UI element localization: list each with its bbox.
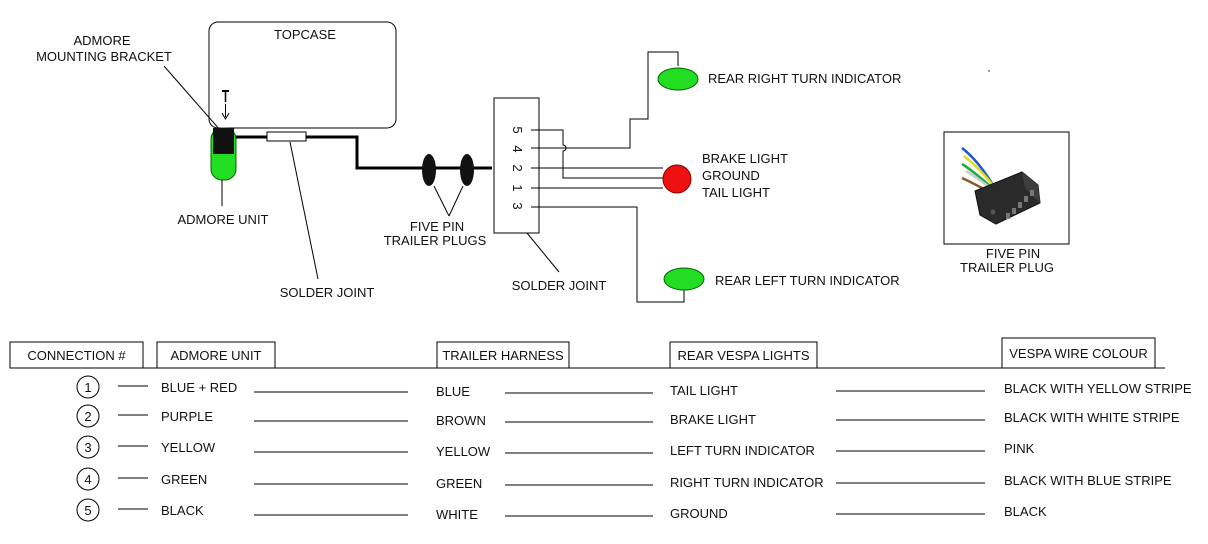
header-connection: CONNECTION # [27,348,126,363]
table-row: 4 GREEN GREEN RIGHT TURN INDICATOR BLACK WIT… [76,467,1172,491]
table-row: 5 BLACK WHITE GROUND BLACK [76,498,1047,522]
rear-right-indicator [657,67,699,91]
pin-numbers: 5 4 2 1 3 [510,126,525,209]
wire-colour: BLACK [1004,504,1047,519]
harness-color: BROWN [436,413,486,428]
table-row: 2 PURPLE BROWN BRAKE LIGHT BLACK WITH WHITE … [76,404,1180,428]
solder-joint-1-leader [289,141,319,280]
photo-label-line2: TRAILER PLUG [960,260,1054,275]
pin-number: 2 [510,164,525,171]
rear-left-indicator [663,267,705,291]
pin-number: 4 [510,145,525,152]
header-wire-colour: VESPA WIRE COLOUR [1009,346,1147,361]
header-rear-lights: REAR VESPA LIGHTS [678,348,810,363]
solder-joint-box [493,97,540,234]
table-row: 1 BLUE + RED BLUE TAIL LIGHT BLACK WITH YELL… [76,375,1192,399]
rear-left-label: REAR LEFT TURN INDICATOR [715,273,900,288]
harness-color: YELLOW [436,444,491,459]
pin-wires [531,51,685,303]
admore-color: YELLOW [161,440,216,455]
bracket-label-line1: ADMORE [73,33,130,48]
brake-tail-light [662,164,692,194]
header-rear-lights-box [669,341,818,369]
harness-color: WHITE [436,507,478,522]
admore-color: PURPLE [161,409,213,424]
wire-colour: BLACK WITH WHITE STRIPE [1004,410,1180,425]
solder-joint-2-label: SOLDER JOINT [512,278,607,293]
pin-number: 5 [510,126,525,133]
brake-light-label: BRAKE LIGHT [702,151,788,166]
vespa-light: LEFT TURN INDICATOR [670,443,815,458]
bracket-label-line2: MOUNTING BRACKET [36,49,172,64]
trailer-plug-photo-icon [961,147,1041,225]
connection-number-circle [76,435,100,459]
header-trailer-harness: TRAILER HARNESS [442,348,564,363]
header-admore-unit: ADMORE UNIT [171,348,262,363]
ground-label: GROUND [702,168,760,183]
admore-unit-label: ADMORE UNIT [178,212,269,227]
bracket-leader [163,65,221,131]
vespa-light: GROUND [670,506,728,521]
topcase-box [208,21,397,129]
header-wire-colour-box [1001,337,1156,369]
screw-icon [221,90,230,120]
connection-number: 4 [84,472,91,487]
photo-label-line1: FIVE PIN [986,246,1040,261]
admore-color: BLUE + RED [161,380,237,395]
plugs-leader-right [448,185,464,217]
main-cable [236,135,492,170]
plugs-label-line1: FIVE PIN [410,219,464,234]
harness-color: GREEN [436,476,482,491]
connection-number: 3 [84,440,91,455]
connection-number-circle [76,467,100,491]
topcase-label: TOPCASE [274,27,336,42]
wire-colour: PINK [1004,441,1035,456]
stray-dot [988,70,990,72]
plugs-label-line2: TRAILER PLUGS [384,233,487,248]
vespa-light: BRAKE LIGHT [670,412,756,427]
plugs-leader-left [433,185,450,217]
admore-color: GREEN [161,472,207,487]
pin-number: 3 [510,202,525,209]
connection-number-circle [76,375,100,399]
connection-number-circle [76,498,100,522]
table-rows: 1 BLUE + RED BLUE TAIL LIGHT BLACK WITH YELL… [76,375,1192,522]
trailer-plug-left [422,154,436,186]
vespa-light: RIGHT TURN INDICATOR [670,475,824,490]
vespa-light: TAIL LIGHT [670,383,738,398]
header-admore-unit-box [156,341,276,369]
rear-right-label: REAR RIGHT TURN INDICATOR [708,71,901,86]
connection-number: 5 [84,503,91,518]
header-trailer-harness-box [436,341,570,369]
table-headers: CONNECTION # ADMORE UNIT TRAILER HARNESS RE… [9,337,1156,369]
wire-colour: BLACK WITH YELLOW STRIPE [1004,381,1192,396]
connection-number-circle [76,404,100,428]
connection-number: 2 [84,409,91,424]
solder-joint-2-leader [526,232,560,273]
wire-colour: BLACK WITH BLUE STRIPE [1004,473,1172,488]
connection-number: 1 [84,380,91,395]
header-connection-box [9,341,144,369]
harness-color: BLUE [436,384,470,399]
solder-sleeve [266,131,307,142]
admore-color: BLACK [161,503,204,518]
admore-unit [210,127,237,181]
solder-joint-1-label: SOLDER JOINT [280,285,375,300]
table-row: 3 YELLOW YELLOW LEFT TURN INDICATOR PINK [76,435,1035,459]
pin-number: 1 [510,184,525,191]
trailer-plug-right [460,154,474,186]
tail-light-label: TAIL LIGHT [702,185,770,200]
